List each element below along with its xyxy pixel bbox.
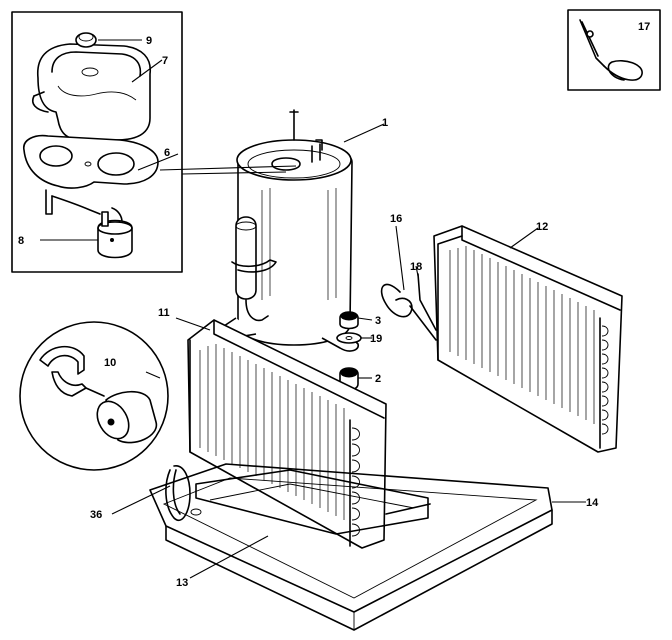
clamp: [39, 345, 87, 397]
capacitor: [96, 390, 157, 444]
callout-1: 1: [382, 117, 388, 129]
callout-19: 19: [370, 333, 382, 345]
accumulator: [231, 216, 277, 322]
callout-6: 6: [164, 147, 170, 159]
callout-3: 3: [375, 315, 381, 327]
terminal-nut: [75, 32, 97, 48]
inset-frame-small: [567, 9, 661, 91]
callout-11: 11: [158, 307, 170, 319]
callout-17: 17: [638, 21, 650, 33]
terminal-cover-inset: [11, 11, 183, 273]
clamp-inset: [19, 321, 169, 471]
grommet-upper: [339, 311, 359, 330]
return-bends-right: [601, 325, 609, 435]
inset-circle: [19, 321, 169, 471]
washer: [336, 332, 362, 344]
condenser-coil: [433, 225, 623, 453]
gasket: [23, 134, 159, 189]
callout-labels: 9 7 6 8 1 3 19 2 11 12 16 18 17 10 14 36…: [18, 21, 650, 589]
callout-10: 10: [104, 357, 116, 369]
callout-36: 36: [90, 509, 102, 521]
callout-9: 9: [146, 35, 152, 47]
leader-lines: [40, 39, 586, 579]
overload-protector: [45, 189, 133, 259]
callout-8: 8: [18, 235, 24, 247]
base-pan: [149, 463, 553, 631]
callout-16: 16: [390, 213, 402, 225]
callout-7: 7: [162, 55, 168, 67]
terminal-cover: [32, 43, 151, 141]
callout-18: 18: [410, 261, 422, 273]
compressor: [222, 109, 360, 352]
tube-loop: [380, 273, 437, 341]
evaporator-coil: [187, 319, 387, 549]
capillary-inset: [567, 9, 661, 91]
callout-12: 12: [536, 221, 548, 233]
callout-14: 14: [586, 497, 599, 509]
grommet-lower: [339, 367, 359, 391]
lifting-strap: [165, 465, 191, 521]
callout-13: 13: [176, 577, 188, 589]
inset-frame: [11, 11, 183, 273]
return-bends-left: [351, 427, 360, 537]
callout-2: 2: [375, 373, 381, 385]
